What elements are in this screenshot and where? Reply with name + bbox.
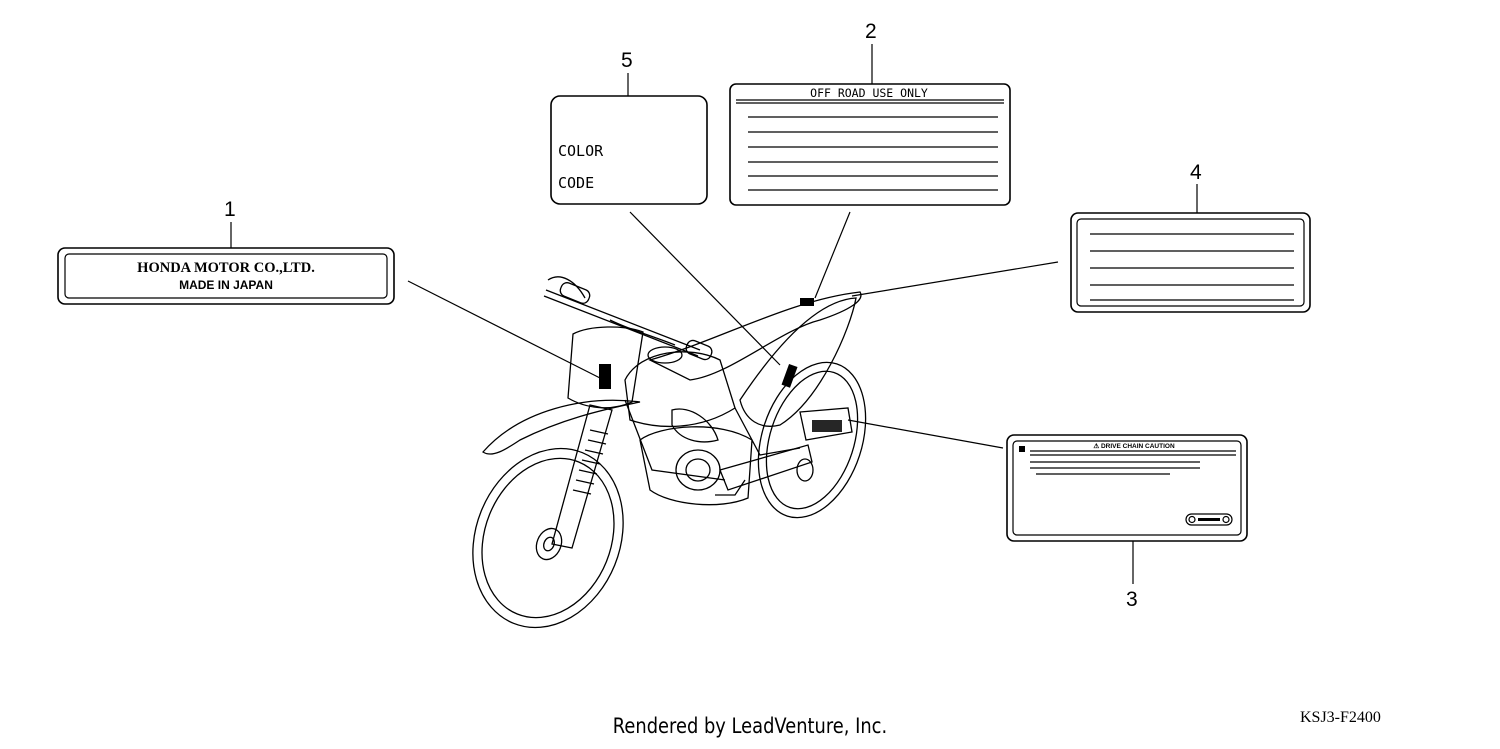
label-4-blank-label[interactable] xyxy=(1070,212,1311,313)
label-3-header: ⚠ DRIVE CHAIN CAUTION xyxy=(1093,442,1175,450)
label-1-line-2: MADE IN JAPAN xyxy=(179,278,273,292)
callout-number-4: 4 xyxy=(1190,161,1202,184)
leader-line-1 xyxy=(407,280,601,379)
leader-line-5 xyxy=(629,211,781,366)
leader-line-2 xyxy=(814,211,851,299)
callout-number-5: 5 xyxy=(621,49,633,72)
label-5-color-code[interactable] xyxy=(550,95,708,205)
label-5-line-1: COLOR xyxy=(558,142,604,160)
label-1-line-1: HONDA MOTOR CO.,LTD. xyxy=(137,260,315,276)
callout-number-2: 2 xyxy=(865,20,877,43)
label-2-header: OFF ROAD USE ONLY xyxy=(810,86,928,100)
callout-number-3: 3 xyxy=(1126,588,1138,611)
label-5-line-2: CODE xyxy=(558,174,594,192)
rendered-by-footer: Rendered by LeadVenture, Inc. xyxy=(612,714,888,738)
leader-line-4 xyxy=(851,261,1059,297)
leader-line-3 xyxy=(847,419,1004,449)
label-3-drive-chain-caution[interactable] xyxy=(1006,434,1248,542)
callout-number-1: 1 xyxy=(224,198,236,221)
diagram-code: KSJ3-F2400 xyxy=(1300,709,1381,726)
motorcycle-illustration xyxy=(472,276,867,629)
label-1-honda-motor[interactable] xyxy=(57,247,395,305)
label-2-off-road-use-only[interactable] xyxy=(729,83,1011,206)
